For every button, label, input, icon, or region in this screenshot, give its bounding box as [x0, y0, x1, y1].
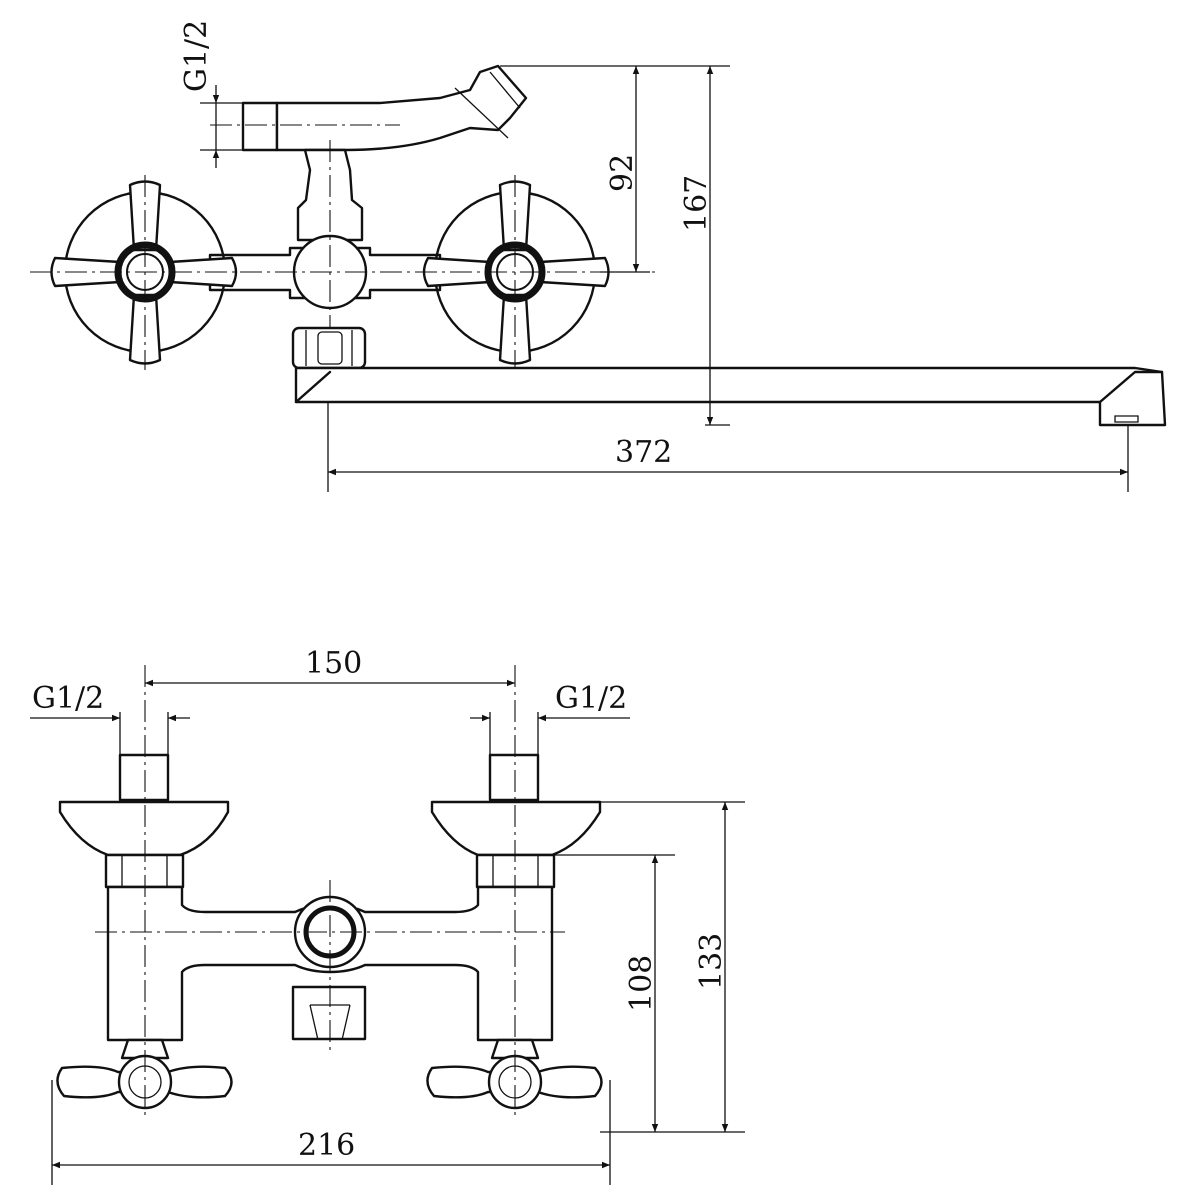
label-g12-top: G1/2	[179, 20, 214, 92]
dim-92: 92	[500, 65, 730, 273]
label-133: 133	[694, 933, 729, 990]
bottom-view: 150 G1/2 G1/2 108 133	[30, 646, 745, 1185]
dim-g12-right: G1/2	[470, 681, 630, 755]
right-inlet-thread	[488, 753, 540, 802]
label-150: 150	[305, 646, 362, 681]
label-92: 92	[605, 154, 640, 192]
label-g12-right: G1/2	[555, 681, 627, 716]
left-lever-handle	[56, 1038, 233, 1110]
left-flange	[58, 800, 230, 857]
top-view: G1/2 92 167 372	[30, 20, 1167, 492]
right-flange	[430, 800, 602, 857]
label-g12-left: G1/2	[32, 681, 104, 716]
spout	[294, 366, 1167, 427]
shower-outlet	[210, 64, 528, 152]
dim-g12-left: G1/2	[30, 681, 190, 755]
dim-108: 108	[552, 854, 745, 1133]
dim-150: 150	[145, 646, 515, 687]
dim-g12-top: G1/2	[179, 20, 243, 168]
label-167: 167	[679, 175, 714, 232]
spout-nut	[291, 326, 367, 370]
label-108: 108	[624, 955, 659, 1012]
left-inlet-thread	[118, 753, 170, 802]
dim-167: 167	[679, 66, 730, 426]
dim-133: 133	[600, 801, 745, 1132]
spout-outlet	[291, 985, 367, 1041]
label-216: 216	[298, 1128, 355, 1163]
dim-216: 216	[51, 1080, 611, 1185]
dim-372: 372	[327, 402, 1129, 492]
label-372: 372	[615, 435, 672, 470]
